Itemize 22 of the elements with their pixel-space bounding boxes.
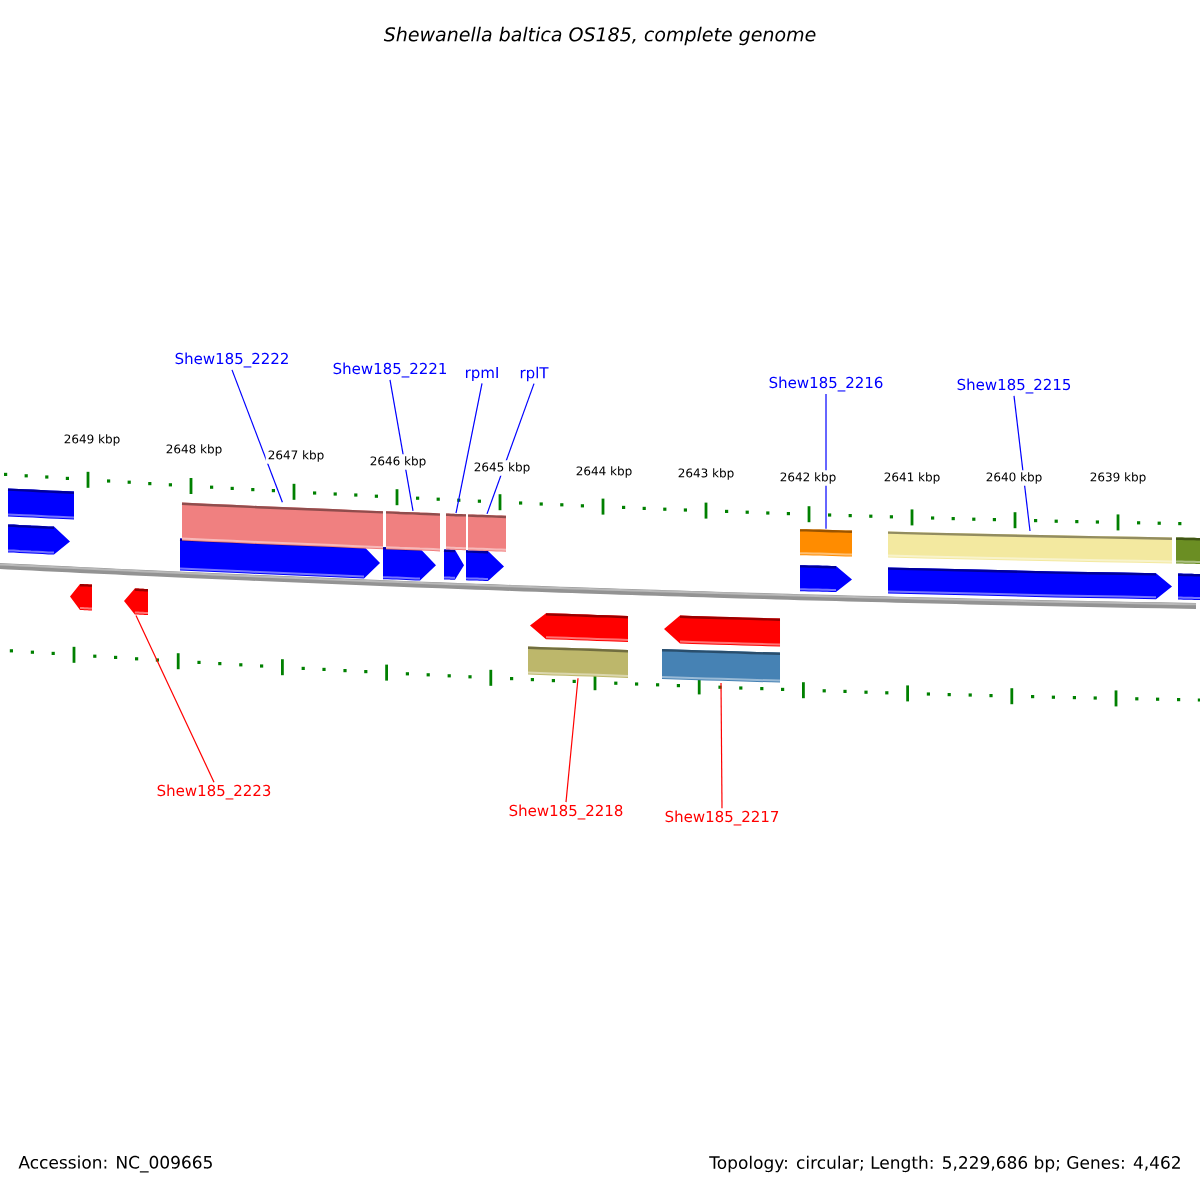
leader-line bbox=[135, 615, 215, 783]
gene-bar bbox=[70, 584, 93, 611]
gene-bar bbox=[445, 513, 467, 551]
leader-line bbox=[1013, 395, 1031, 532]
leader-line bbox=[720, 682, 723, 809]
gene-bar bbox=[887, 531, 1173, 564]
leader-line bbox=[486, 383, 535, 515]
leader-line bbox=[825, 393, 827, 530]
footer-text: Topology: circular; Length: 5,229,686 bp; Genes: 4,462 bbox=[709, 1155, 1180, 1173]
gene-bar bbox=[527, 646, 629, 678]
leader-line bbox=[565, 677, 579, 803]
gene-bar bbox=[124, 588, 149, 615]
gene-bar bbox=[467, 514, 507, 552]
title: Shewanella baltica OS185, complete genome bbox=[383, 26, 816, 46]
gene-bar bbox=[799, 529, 853, 557]
leader-line bbox=[231, 369, 283, 503]
gene-bar bbox=[181, 502, 384, 550]
leader-line bbox=[455, 382, 483, 514]
gene-bar bbox=[385, 511, 441, 552]
footer-text: Accession: NC_009665 bbox=[18, 1155, 212, 1173]
gene-bar bbox=[661, 649, 781, 683]
leader-line bbox=[389, 379, 414, 512]
